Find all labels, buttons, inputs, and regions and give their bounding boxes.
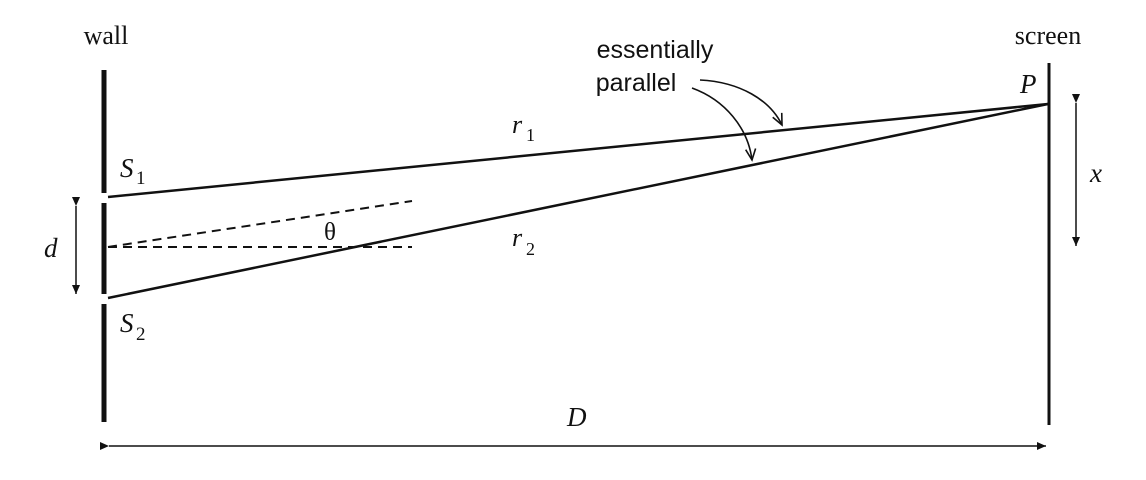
screen-label: screen	[1015, 21, 1081, 50]
r1-label: r	[512, 110, 523, 139]
point-p-label: P	[1019, 69, 1037, 99]
essentially-label: essentially	[597, 36, 714, 64]
x-label: x	[1089, 158, 1102, 188]
parallel-pointer-to-r1	[699, 79, 783, 127]
parallel-pointer-to-r2	[691, 87, 757, 162]
r2-label: r	[512, 223, 523, 252]
s2-subscript: 2	[136, 324, 146, 345]
D-label: D	[566, 402, 587, 432]
s1-subscript: 1	[136, 168, 146, 189]
parallel-label: parallel	[596, 69, 677, 97]
dashed-angled-line	[107, 200, 413, 248]
d-label: d	[44, 233, 58, 263]
s1-label: S	[120, 153, 134, 183]
wall-label: wall	[84, 21, 129, 50]
s2-label: S	[120, 308, 134, 338]
r1-subscript: 1	[526, 125, 535, 145]
theta-label: θ	[324, 219, 336, 246]
ray-r2	[107, 102, 1049, 300]
ray-r1	[107, 102, 1049, 199]
r2-subscript: 2	[526, 239, 535, 259]
